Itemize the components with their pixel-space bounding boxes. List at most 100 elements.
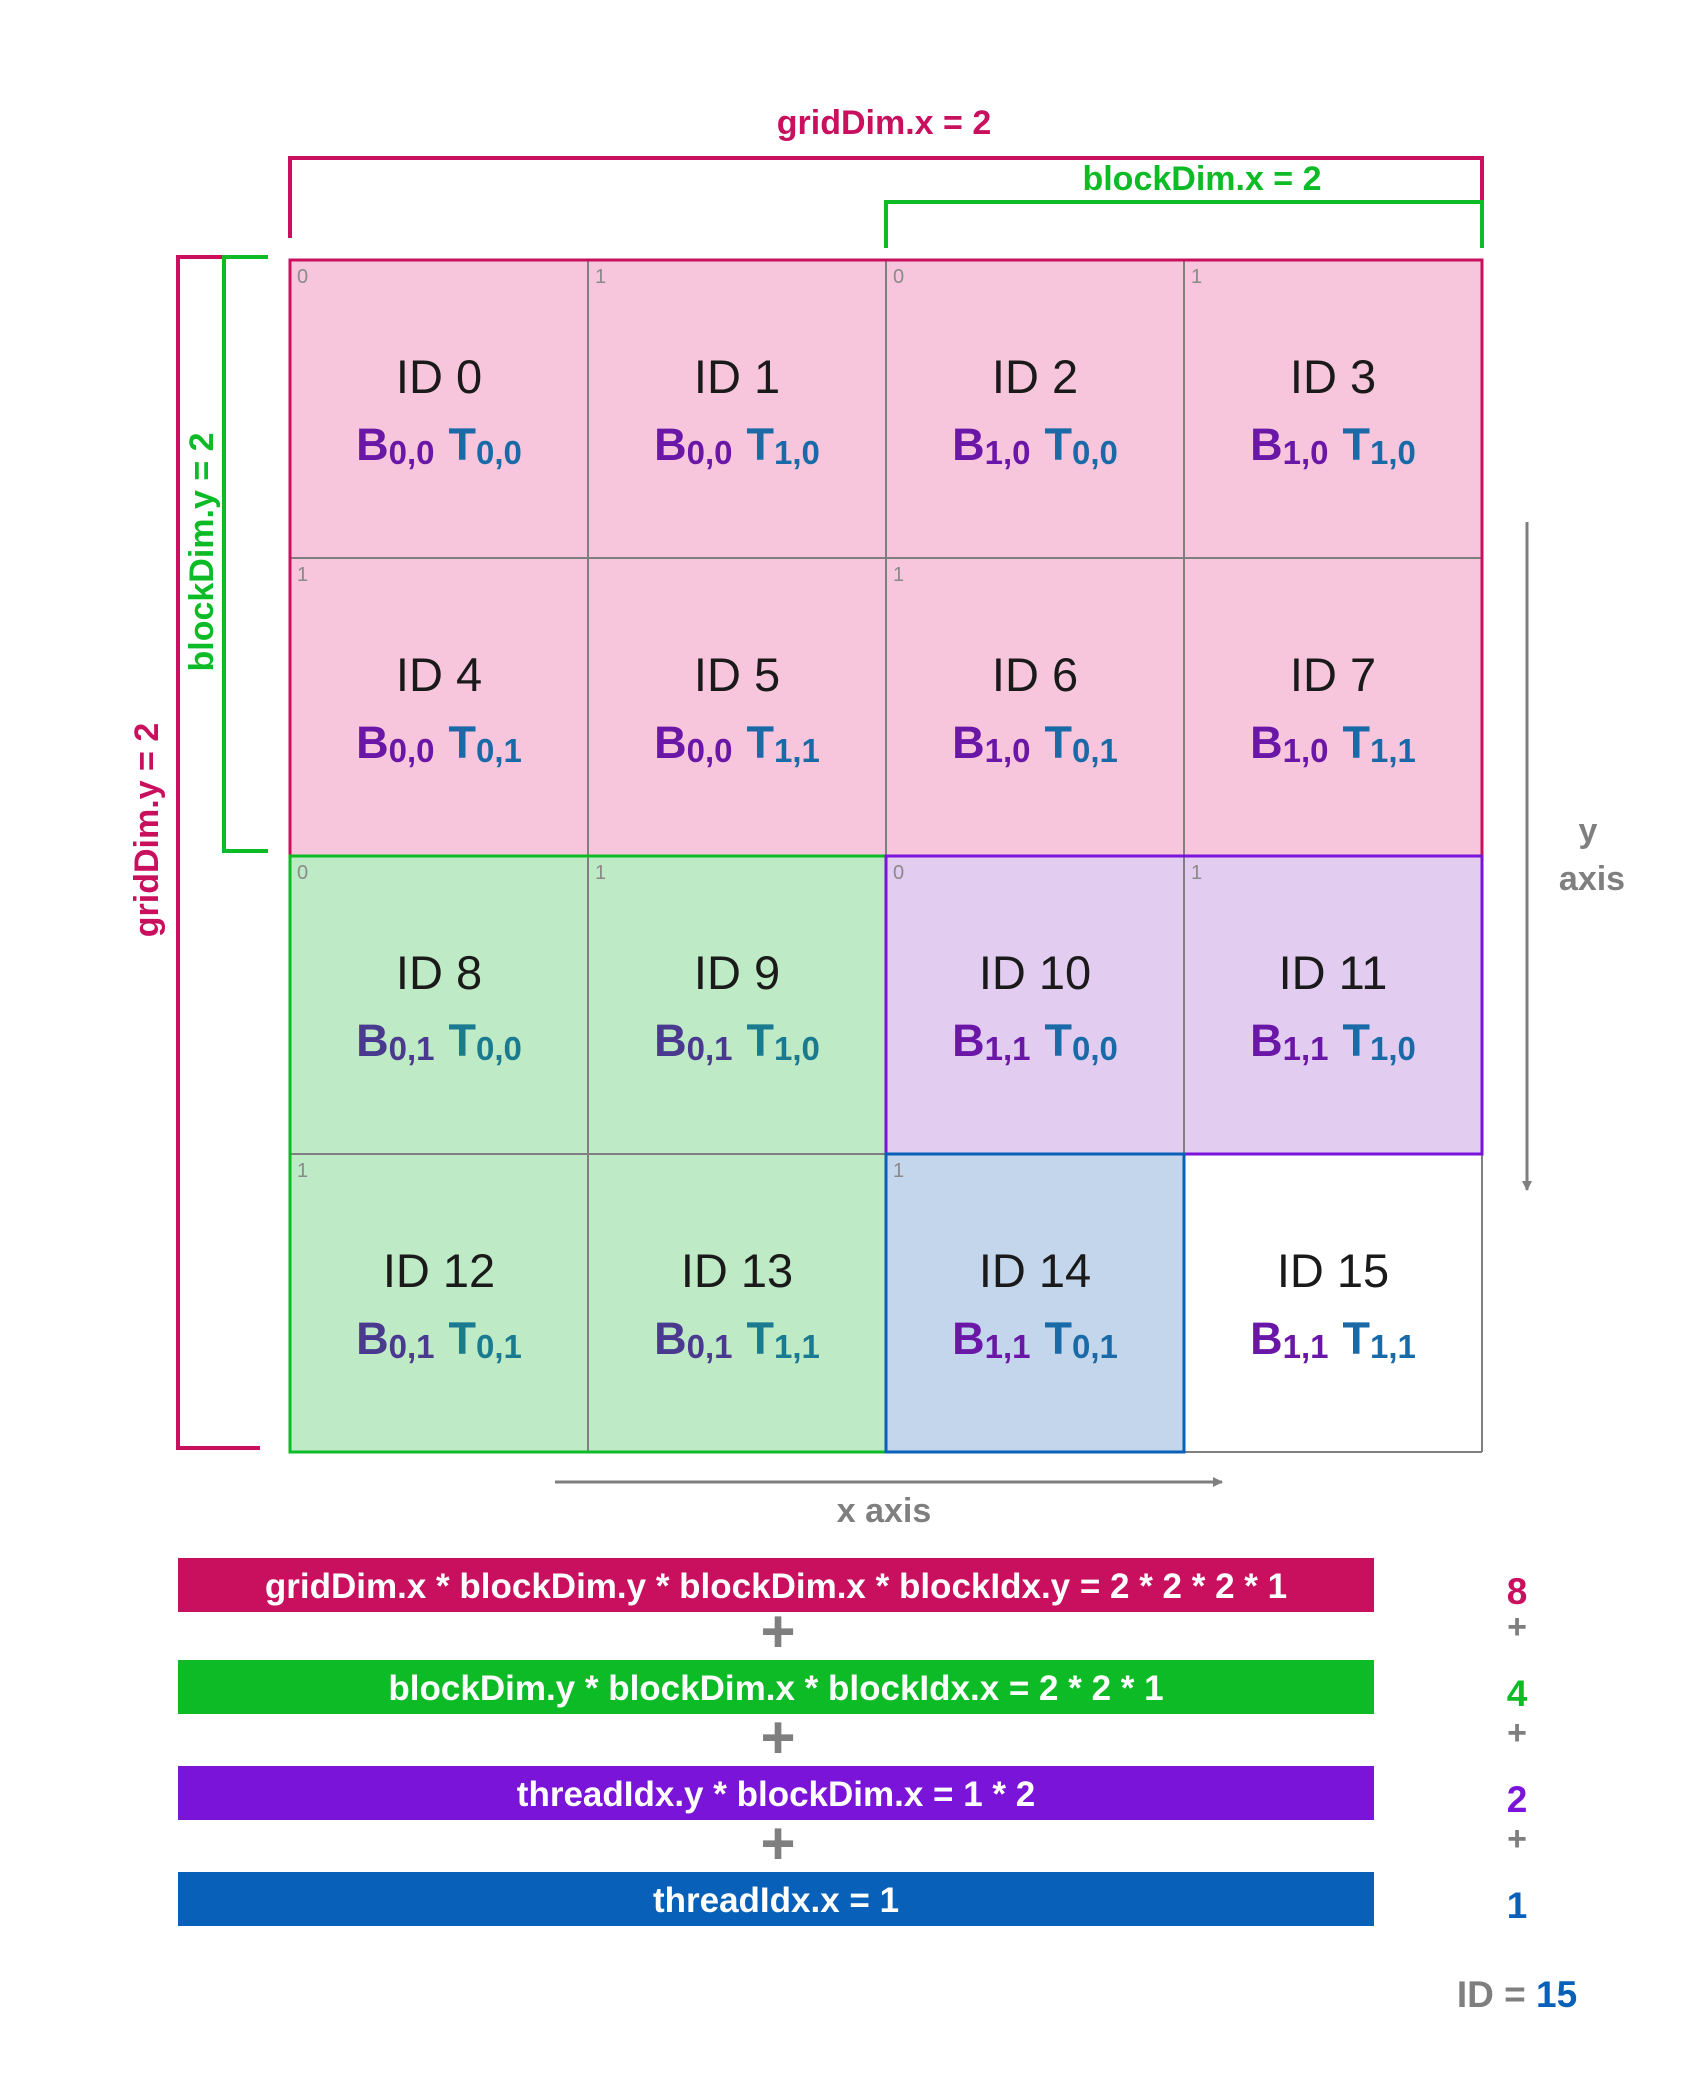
- block-index: 1,1: [985, 1030, 1031, 1067]
- block-index: 1,0: [985, 434, 1031, 471]
- thread-index: 0,0: [476, 434, 522, 471]
- thread-index: 1,0: [1370, 434, 1416, 471]
- y-axis-label: y: [1579, 812, 1598, 850]
- formula-term-value: 1: [1507, 1885, 1528, 1926]
- formula-band-text: blockDim.y * blockDim.x * blockIdx.x = 2…: [388, 1669, 1163, 1708]
- block-dim-x-bracket: [884, 200, 1484, 248]
- cell-id-label: ID 7: [1290, 648, 1376, 701]
- thread-index-corner-label: 1: [595, 266, 606, 288]
- thread-index-corner-label: 1: [297, 1160, 308, 1182]
- plus-sign: +: [760, 1598, 795, 1665]
- thread-letter: T: [449, 419, 477, 470]
- cell-background: [1184, 856, 1482, 1154]
- formula-band: [178, 1660, 1374, 1714]
- cell-background: [886, 856, 1184, 1154]
- cell-background: [588, 856, 886, 1154]
- cell-id-label: ID 14: [979, 1244, 1091, 1297]
- thread-index-corner-label: 1: [1191, 862, 1202, 884]
- formula-band: [178, 1872, 1374, 1926]
- cell-id-label: ID 6: [992, 648, 1078, 701]
- cell-id-label: ID 4: [396, 648, 482, 701]
- cell-background: [588, 1154, 886, 1452]
- cell-background: [290, 856, 588, 1154]
- cell-id-label: ID 5: [694, 648, 780, 701]
- block-letter: B: [1250, 419, 1283, 470]
- cell-id-label: ID 10: [979, 946, 1091, 999]
- result-prefix: ID =: [1457, 1974, 1536, 2015]
- thread-letter: T: [1343, 717, 1371, 768]
- block-letter: B: [356, 1313, 389, 1364]
- cell-background: [886, 1154, 1184, 1452]
- thread-index-corner-label: 0: [893, 862, 904, 884]
- cell-background: [1184, 1154, 1482, 1452]
- thread-index: 1,1: [774, 732, 820, 769]
- thread-letter: T: [1343, 419, 1371, 470]
- plus-sign-small: +: [1507, 1608, 1527, 1646]
- y-axis-label: axis: [1559, 860, 1625, 898]
- cell-background: [886, 260, 1184, 558]
- block-index: 0,0: [687, 434, 733, 471]
- thread-index-corner-label: 1: [297, 564, 308, 586]
- block-letter: B: [1250, 1313, 1283, 1364]
- block-index: 1,1: [1283, 1030, 1329, 1067]
- block-dim-x-label: blockDim.x = 2: [1082, 160, 1321, 198]
- block-index: 1,0: [985, 732, 1031, 769]
- cell-background: [1184, 558, 1482, 856]
- block-letter: B: [654, 419, 687, 470]
- formula-band-text: gridDim.x * blockDim.y * blockDim.x * bl…: [265, 1567, 1287, 1606]
- block-index: 1,1: [1283, 1328, 1329, 1365]
- thread-index-corner-label: 1: [1191, 266, 1202, 288]
- block-letter: B: [952, 1313, 985, 1364]
- cell-id-label: ID 8: [396, 946, 482, 999]
- thread-index: 1,0: [1370, 1030, 1416, 1067]
- block-index: 0,0: [389, 732, 435, 769]
- thread-index: 1,0: [774, 434, 820, 471]
- thread-letter: T: [1045, 1313, 1073, 1364]
- block-dim-y-bracket: [222, 255, 268, 853]
- block-index: 0,0: [389, 434, 435, 471]
- thread-index: 1,1: [1370, 732, 1416, 769]
- cell-background: [1184, 260, 1482, 558]
- block-letter: B: [952, 1015, 985, 1066]
- cell-id-label: ID 12: [383, 1244, 495, 1297]
- cell-id-label: ID 3: [1290, 350, 1376, 403]
- thread-index: 1,1: [774, 1328, 820, 1365]
- plus-sign-small: +: [1507, 1820, 1527, 1858]
- thread-index: 0,1: [1072, 1328, 1118, 1365]
- block-letter: B: [952, 419, 985, 470]
- block-letter: B: [356, 717, 389, 768]
- block-index: 0,1: [389, 1328, 435, 1365]
- cell-background: [290, 1154, 588, 1452]
- block-letter: B: [356, 419, 389, 470]
- block-index: 1,0: [1283, 434, 1329, 471]
- cell-id-label: ID 1: [694, 350, 780, 403]
- thread-letter: T: [1045, 419, 1073, 470]
- cell-background: [290, 558, 588, 856]
- formula-band: [178, 1766, 1374, 1820]
- cell-id-label: ID 2: [992, 350, 1078, 403]
